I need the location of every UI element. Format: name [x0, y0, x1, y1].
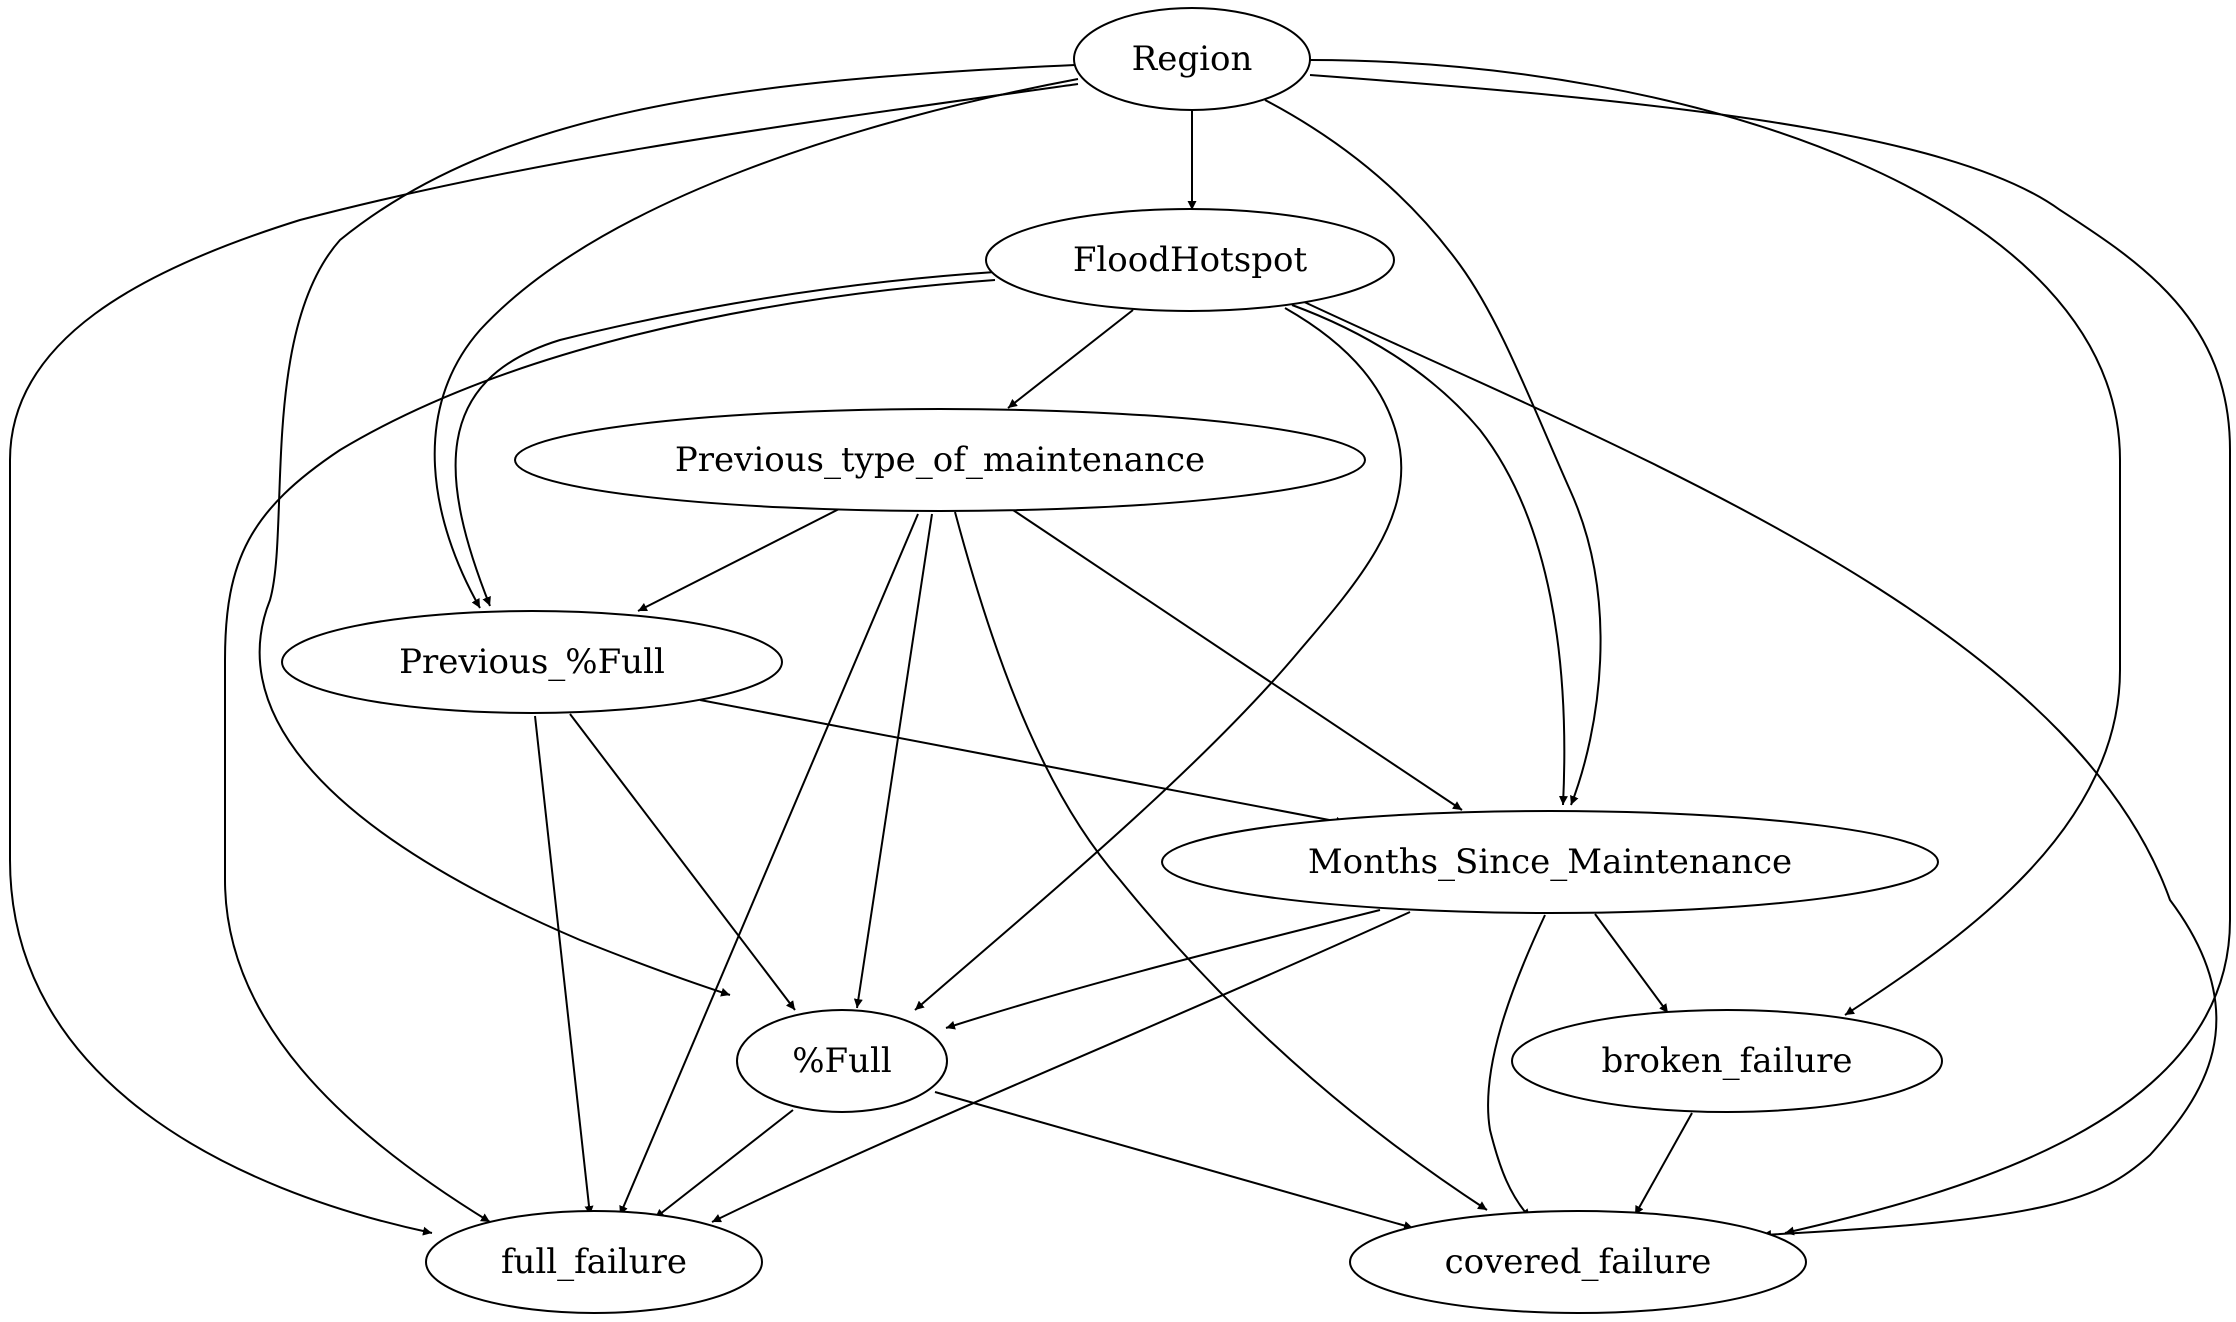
edge-region-full	[258, 64, 1076, 997]
edge-prev-maint-months	[1012, 509, 1463, 811]
edge-broken-covered	[1634, 1112, 1693, 1216]
node-broken-failure[interactable]: broken_failure	[1511, 1009, 1943, 1113]
edge-prev-full-full-failure	[534, 715, 594, 1216]
edge-floodhotspot-prev-full	[454, 271, 996, 607]
edges-layer	[9, 59, 2231, 1240]
edge-region-broken	[1309, 59, 2121, 1016]
node-broken-failure-label: broken_failure	[1602, 1041, 1853, 1081]
node-previous-full[interactable]: Previous_%Full	[281, 610, 783, 714]
edge-prev-full-months	[699, 699, 1346, 826]
node-floodhotspot-label: FloodHotspot	[1073, 240, 1308, 280]
edge-months-broken	[1594, 913, 1669, 1014]
node-previous-type-of-maintenance-label: Previous_type_of_maintenance	[675, 440, 1205, 480]
edge-months-full-failure	[711, 911, 1411, 1223]
nodes-layer: Region FloodHotspot Previous_type_of_mai…	[281, 7, 1943, 1314]
edge-full-covered	[934, 1091, 1414, 1230]
edge-prev-maint-full-failure	[619, 513, 919, 1216]
edge-prev-full-full	[569, 713, 796, 1011]
node-covered-failure[interactable]: covered_failure	[1349, 1210, 1807, 1314]
node-previous-full-label: Previous_%Full	[399, 642, 665, 682]
edge-floodhotspot-covered	[1299, 299, 2218, 1240]
node-full-failure-label: full_failure	[501, 1242, 687, 1282]
node-full-failure[interactable]: full_failure	[425, 1210, 763, 1314]
edge-prev-maint-prev-full	[637, 507, 842, 612]
node-floodhotspot[interactable]: FloodHotspot	[985, 208, 1395, 312]
edge-region-covered	[1309, 74, 2231, 1236]
node-region-label: Region	[1132, 39, 1253, 79]
edge-months-full	[945, 909, 1381, 1030]
edge-floodhotspot-full	[914, 307, 1403, 1011]
node-covered-failure-label: covered_failure	[1445, 1242, 1712, 1282]
edge-region-full-failure	[9, 83, 1079, 1236]
edge-floodhotspot-months	[1291, 304, 1568, 806]
edge-full-full-failure	[654, 1109, 794, 1219]
node-region[interactable]: Region	[1073, 7, 1311, 111]
node-months-since-maintenance[interactable]: Months_Since_Maintenance	[1161, 810, 1939, 914]
edge-floodhotspot-full-failure	[224, 279, 996, 1223]
edge-region-months	[1264, 99, 1602, 806]
edge-months-covered	[1487, 914, 1546, 1219]
node-full-label: %Full	[792, 1041, 892, 1081]
edge-region-prev-full	[433, 78, 1079, 609]
edge-prev-maint-covered	[954, 511, 1488, 1211]
node-previous-type-of-maintenance[interactable]: Previous_type_of_maintenance	[514, 408, 1366, 512]
edge-floodhotspot-prev-maint	[1007, 309, 1134, 409]
edge-prev-maint-full	[853, 513, 933, 1009]
node-months-since-maintenance-label: Months_Since_Maintenance	[1308, 842, 1792, 882]
node-full[interactable]: %Full	[736, 1009, 948, 1113]
